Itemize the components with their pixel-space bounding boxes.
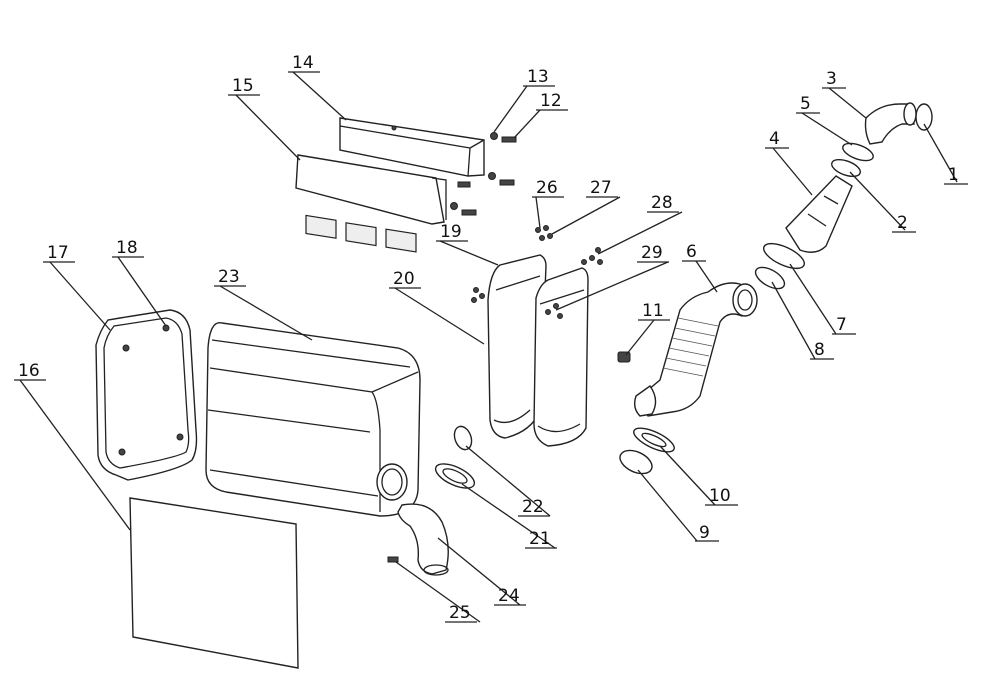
part-21-flange [434, 463, 476, 489]
part-20-frame-left [487, 254, 547, 439]
callout-16: 16 [18, 361, 40, 381]
part-4-catalyst-section [785, 175, 853, 253]
callout-13: 13 [527, 67, 549, 87]
part-23-muffler-housing [205, 322, 421, 517]
callout-19: 19 [440, 222, 462, 242]
callout-12: 12 [540, 91, 562, 111]
callout-14: 14 [292, 53, 314, 73]
part-9-gasket [619, 449, 653, 475]
part-16-panel [129, 497, 299, 669]
callout-21: 21 [529, 529, 551, 549]
callout-7: 7 [836, 315, 847, 335]
callout-9: 9 [699, 523, 710, 543]
callout-22: 22 [522, 497, 544, 517]
callout-26: 26 [536, 178, 558, 198]
callout-28: 28 [651, 193, 673, 213]
callout-20: 20 [393, 269, 415, 289]
callout-29: 29 [641, 243, 663, 263]
callout-18: 18 [116, 238, 138, 258]
callout-2: 2 [897, 213, 908, 233]
callout-6: 6 [686, 242, 697, 262]
leader-lines [19, 71, 958, 623]
callout-3: 3 [826, 69, 837, 89]
callout-15: 15 [232, 76, 254, 96]
part-5-clamp [842, 142, 874, 162]
callout-4: 4 [769, 129, 780, 149]
part-10-flange [633, 427, 675, 453]
part-15-slotted-bracket [295, 154, 447, 253]
callouts: 1 2 3 4 5 6 7 8 9 10 11 12 13 14 15 16 1… [14, 53, 968, 623]
callout-23: 23 [218, 267, 240, 287]
part-1-gasket [915, 103, 933, 131]
part-17-cover-plate [95, 309, 198, 481]
part-7-flange [763, 242, 805, 270]
callout-11: 11 [642, 301, 664, 321]
callout-10: 10 [709, 486, 731, 506]
callout-5: 5 [800, 94, 811, 114]
callout-27: 27 [590, 178, 612, 198]
part-2-gasket [831, 158, 861, 178]
part-19-frame-right [533, 267, 589, 447]
callout-17: 17 [47, 243, 69, 263]
part-8-gasket [754, 266, 786, 290]
callout-24: 24 [498, 586, 520, 606]
part-3-bend-pipe [864, 103, 915, 145]
bolts-12-13 [450, 132, 517, 216]
callout-25: 25 [449, 603, 471, 623]
part-14-bracket-beam [339, 117, 485, 177]
part-6-middle-pipe [633, 282, 758, 417]
part-24-elbow-pipe [397, 503, 449, 575]
part-22-gasket [453, 425, 473, 451]
part-25-screw [387, 556, 399, 563]
callout-8: 8 [814, 340, 825, 360]
part-11-nut [617, 351, 631, 363]
hardware-cluster [471, 225, 603, 319]
callout-1: 1 [948, 165, 959, 185]
